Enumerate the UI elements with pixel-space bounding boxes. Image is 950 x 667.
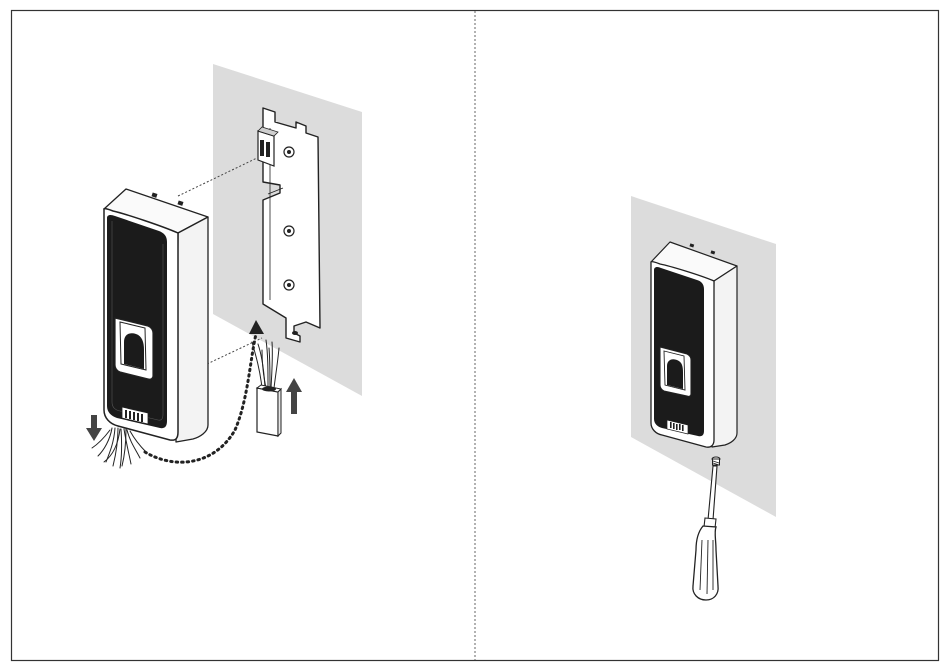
cable-bundle	[252, 340, 281, 436]
bracket-screw-hole	[284, 226, 294, 236]
mounted-device-side-face	[712, 266, 737, 447]
arrow-down-icon	[86, 415, 102, 441]
mounting-bracket	[258, 108, 320, 342]
left-panel	[86, 64, 362, 468]
bracket-bottom-tab-hole	[292, 331, 298, 335]
cable-sleeve	[257, 388, 278, 436]
fingerprint-reader-device	[104, 189, 208, 442]
mounted-fingerprint-reader	[651, 242, 737, 447]
fingerprint-sensor	[115, 318, 153, 379]
device-side-face	[176, 217, 208, 442]
mounted-fingerprint-sensor	[660, 347, 691, 396]
device-wires	[92, 428, 146, 468]
arrow-up-icon	[286, 378, 302, 414]
bottom-screw	[712, 457, 720, 465]
right-panel	[631, 196, 776, 600]
bracket-screw-hole	[284, 280, 294, 290]
bracket-screw-hole	[284, 147, 294, 157]
